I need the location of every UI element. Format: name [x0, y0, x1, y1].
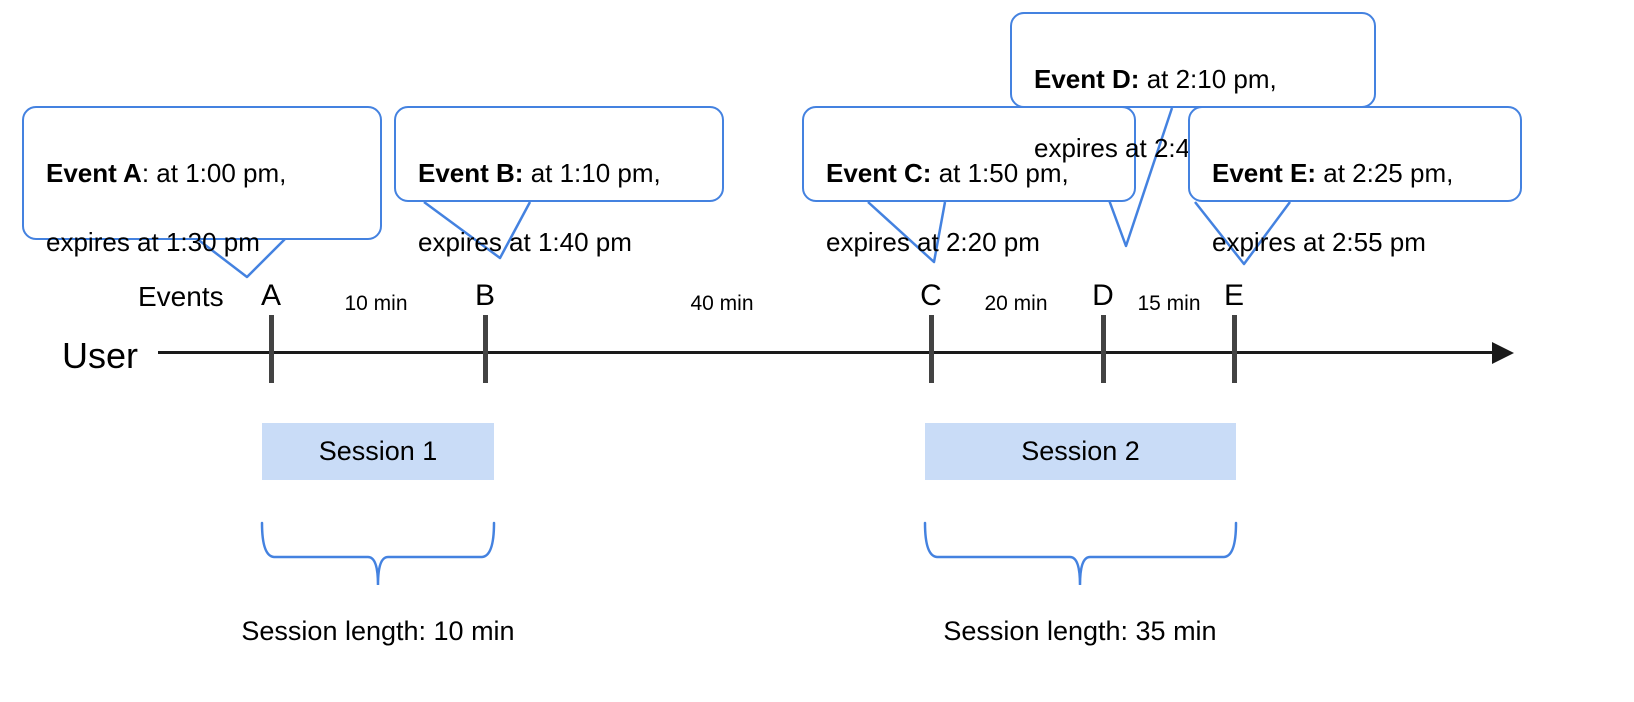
tick-mark-e [1232, 315, 1237, 383]
callout-event-a-rest: : at 1:00 pm, [141, 158, 287, 189]
callout-event-c-line1: Event C: at 1:50 pm, [826, 156, 1116, 190]
timeline-axis [158, 351, 1510, 354]
callout-event-c-rest: at 1:50 pm, [931, 158, 1069, 189]
gap-label-c-d: 20 min [984, 292, 1048, 315]
callout-event-a-line2: expires at 1:30 pm [46, 226, 260, 257]
tick-mark-d [1101, 315, 1106, 383]
callout-event-a-line1: Event A: at 1:00 pm, [46, 156, 362, 190]
callout-event-b-line2: expires at 1:40 pm [418, 226, 632, 257]
callout-event-d-line1: Event D: at 2:10 pm, [1034, 62, 1356, 96]
callout-event-b-line1: Event B: at 1:10 pm, [418, 156, 704, 190]
callout-event-e-rest: at 2:25 pm, [1316, 158, 1454, 189]
tick-label-d: D [1092, 279, 1114, 312]
tick-label-c: C [920, 279, 942, 312]
tick-mark-c [929, 315, 934, 383]
row-label-events: Events [138, 281, 224, 312]
gap-label-d-e: 15 min [1137, 292, 1201, 315]
callout-event-b[interactable]: Event B: at 1:10 pm, expires at 1:40 pm [394, 106, 724, 257]
callout-event-d-rest: at 2:10 pm, [1139, 64, 1277, 95]
callout-event-d[interactable]: Event D: at 2:10 pm, expires at 2:40 pm [1010, 12, 1376, 163]
session-length-label-2: Session length: 35 min [943, 616, 1217, 646]
session-length-label-1: Session length: 10 min [241, 616, 515, 646]
row-label-user: User [62, 335, 139, 376]
callout-event-d-bold: Event D: [1034, 64, 1140, 95]
tick-label-b: B [474, 279, 495, 312]
timeline-axis-arrowhead [1492, 342, 1514, 364]
callout-event-e-line1: Event E: at 2:25 pm, [1212, 156, 1502, 190]
session-box-1[interactable]: Session 1 [262, 423, 494, 480]
callout-event-a-bold: Event A [46, 158, 142, 189]
tick-mark-a [269, 315, 274, 383]
callout-event-e-line2: expires at 2:55 pm [1212, 226, 1426, 257]
session-box-2[interactable]: Session 2 [925, 423, 1236, 480]
tick-label-a: A [260, 279, 281, 312]
tick-label-e: E [1223, 279, 1244, 312]
callout-event-e[interactable]: Event E: at 2:25 pm, expires at 2:55 pm [1188, 106, 1522, 257]
gap-label-a-b: 10 min [344, 292, 408, 315]
callout-event-c-bold: Event C: [826, 158, 932, 189]
callout-event-c-line2: expires at 2:20 pm [826, 226, 1040, 257]
callout-event-b-bold: Event B: [418, 158, 524, 189]
tick-mark-b [483, 315, 488, 383]
callout-event-e-bold: Event E: [1212, 158, 1317, 189]
gap-label-b-c: 40 min [690, 292, 754, 315]
callout-event-a[interactable]: Event A: at 1:00 pm, expires at 1:30 pm [22, 106, 382, 257]
callout-event-b-rest: at 1:10 pm, [523, 158, 661, 189]
